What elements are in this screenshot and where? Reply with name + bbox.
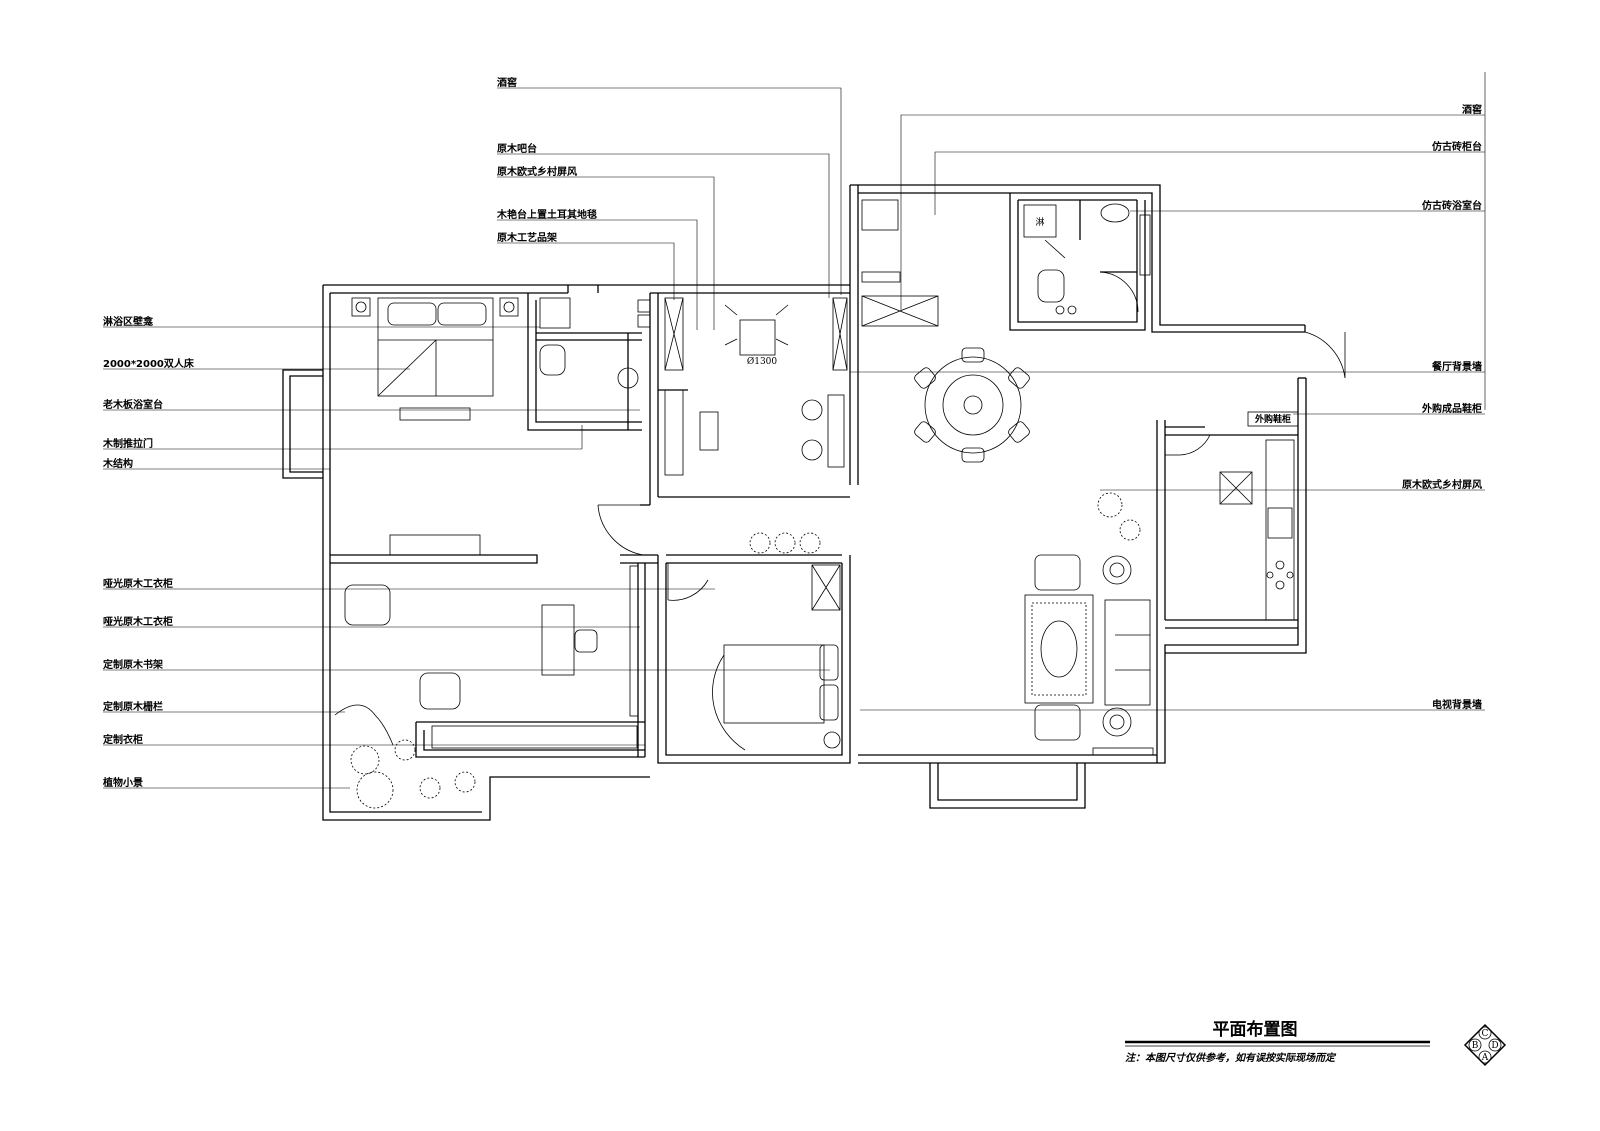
label-plant-landscape: 植物小景 (102, 776, 143, 789)
svg-text:B: B (1472, 1041, 1479, 1051)
label-tv-wall: 电视背景墙 (1432, 698, 1482, 711)
label-bar-counter: 原木吧台 (497, 142, 537, 155)
label-wine-cellar-right: 酒窖 (1462, 103, 1482, 116)
svg-text:D: D (1491, 1041, 1498, 1051)
label-shower-niche: 淋浴区壁龛 (103, 315, 154, 328)
label-wine-cellar-top: 酒窖 (497, 76, 517, 89)
label-custom-wardrobe: 定制衣柜 (103, 733, 143, 746)
label-screen-top: 原木欧式乡村屏风 (497, 165, 577, 178)
drawing-title: 平面布置图 (1213, 1019, 1298, 1040)
label-old-wood-vanity: 老木板浴室台 (102, 398, 163, 411)
label-wardrobe-2: 哑光原木工衣柜 (103, 615, 173, 628)
label-wood-structure: 木结构 (102, 457, 133, 470)
label-double-bed: 2000*2000双人床 (103, 357, 195, 370)
label-bookshelf: 定制原木书架 (103, 658, 163, 671)
label-screen-right: 原木欧式乡村屏风 (1402, 478, 1482, 491)
door-swings (597, 239, 1346, 601)
label-craft-shelf: 原木工艺品架 (497, 231, 557, 244)
compass-icon: C B D A (1463, 1023, 1507, 1067)
shower-label: 淋 (1035, 216, 1044, 228)
shoe-cabinet-label: 外购鞋柜 (1254, 413, 1291, 425)
title-block: 平面布置图 注：本图尺寸仅供参考，如有误按实际现场而定 C B D A (1125, 1019, 1507, 1067)
left-labels: 淋浴区壁龛 2000*2000双人床 老木板浴室台 木制推拉门 木结构 哑光原木… (102, 315, 195, 789)
svg-text:A: A (1481, 1053, 1489, 1063)
label-sliding-door: 木制推拉门 (102, 437, 153, 450)
walls (282, 184, 1307, 821)
label-fence: 定制原木栅栏 (103, 700, 163, 713)
top-labels: 酒窖 原木吧台 原木欧式乡村屏风 木艳台上置土耳其地毯 原木工艺品架 (496, 76, 597, 244)
drawing-note: 注：本图尺寸仅供参考，如有误按实际现场而定 (1125, 1052, 1337, 1064)
plant-landscape (334, 492, 1141, 809)
svg-text:C: C (1482, 1029, 1489, 1039)
label-shoe-cabinet: 外购成品鞋柜 (1421, 402, 1482, 415)
label-wardrobe-1: 哑光原木工衣柜 (103, 577, 173, 590)
bar-dim-label: Ø1300 (747, 356, 778, 367)
right-labels: 酒窖 仿古砖柜台 仿古砖浴室台 餐厅背景墙 外购成品鞋柜 原木欧式乡村屏风 电视… (1402, 103, 1482, 711)
furniture: Ø1300 淋 外购鞋柜 (344, 199, 1299, 756)
label-tile-vanity: 仿古砖浴室台 (1422, 199, 1482, 212)
leader-lines (103, 72, 1486, 789)
label-rug-platform: 木艳台上置土耳其地毯 (496, 208, 597, 221)
label-dining-wall: 餐厅背景墙 (1431, 360, 1482, 373)
label-tile-counter: 仿古砖柜台 (1432, 140, 1482, 153)
